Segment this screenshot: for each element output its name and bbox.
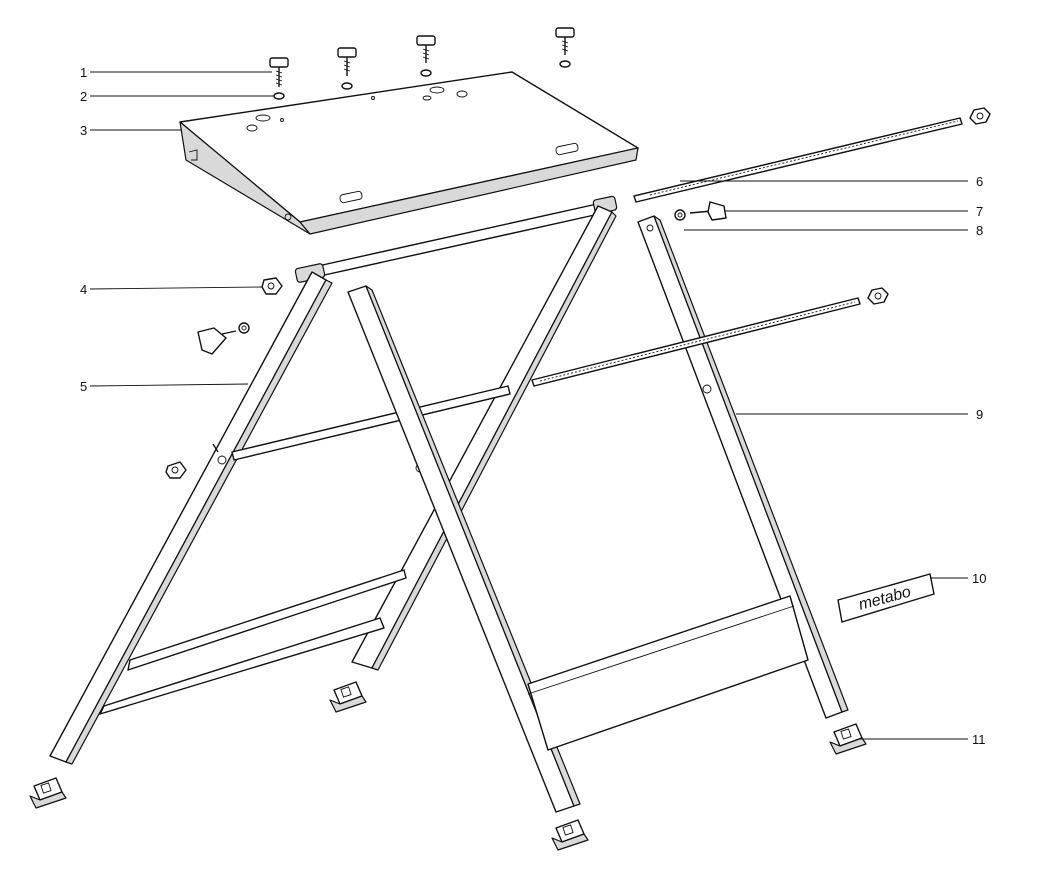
logo-label: metabo bbox=[837, 573, 935, 623]
thumb-screw-2 bbox=[337, 47, 357, 90]
foot-cap-3 bbox=[551, 819, 589, 851]
callout-2: 2 bbox=[80, 89, 87, 104]
callout-4: 4 bbox=[80, 282, 87, 297]
threaded-rod-upper bbox=[633, 107, 991, 203]
callout-11: 11 bbox=[972, 732, 986, 747]
thumb-screw-3 bbox=[416, 35, 436, 77]
thumb-screw-4 bbox=[555, 27, 575, 68]
leader-lines bbox=[89, 71, 968, 740]
threaded-rod-lower bbox=[531, 287, 889, 387]
cap-nut-lower bbox=[165, 461, 187, 479]
callout-10: 10 bbox=[972, 571, 986, 586]
callout-7: 7 bbox=[976, 204, 983, 219]
foot-cap-1 bbox=[29, 777, 67, 809]
callout-8: 8 bbox=[976, 223, 983, 238]
foot-cap-4 bbox=[829, 723, 867, 755]
callout-5: 5 bbox=[80, 379, 87, 394]
callout-3: 3 bbox=[80, 123, 87, 138]
cap-nut-upper bbox=[261, 277, 283, 295]
leg-frame-right bbox=[347, 215, 849, 813]
leg-frame-left bbox=[49, 205, 617, 765]
callout-1: 1 bbox=[80, 65, 87, 80]
foot-cap-2 bbox=[329, 681, 367, 713]
table-top-plate bbox=[179, 71, 639, 235]
knob-screw-left bbox=[197, 322, 250, 355]
callout-9: 9 bbox=[976, 407, 983, 422]
knob-screw-upper bbox=[674, 201, 727, 221]
thumb-screw-1 bbox=[269, 57, 289, 100]
callout-labels: 1 2 3 4 5 6 7 8 9 10 11 bbox=[80, 65, 986, 747]
callout-6: 6 bbox=[976, 174, 983, 189]
